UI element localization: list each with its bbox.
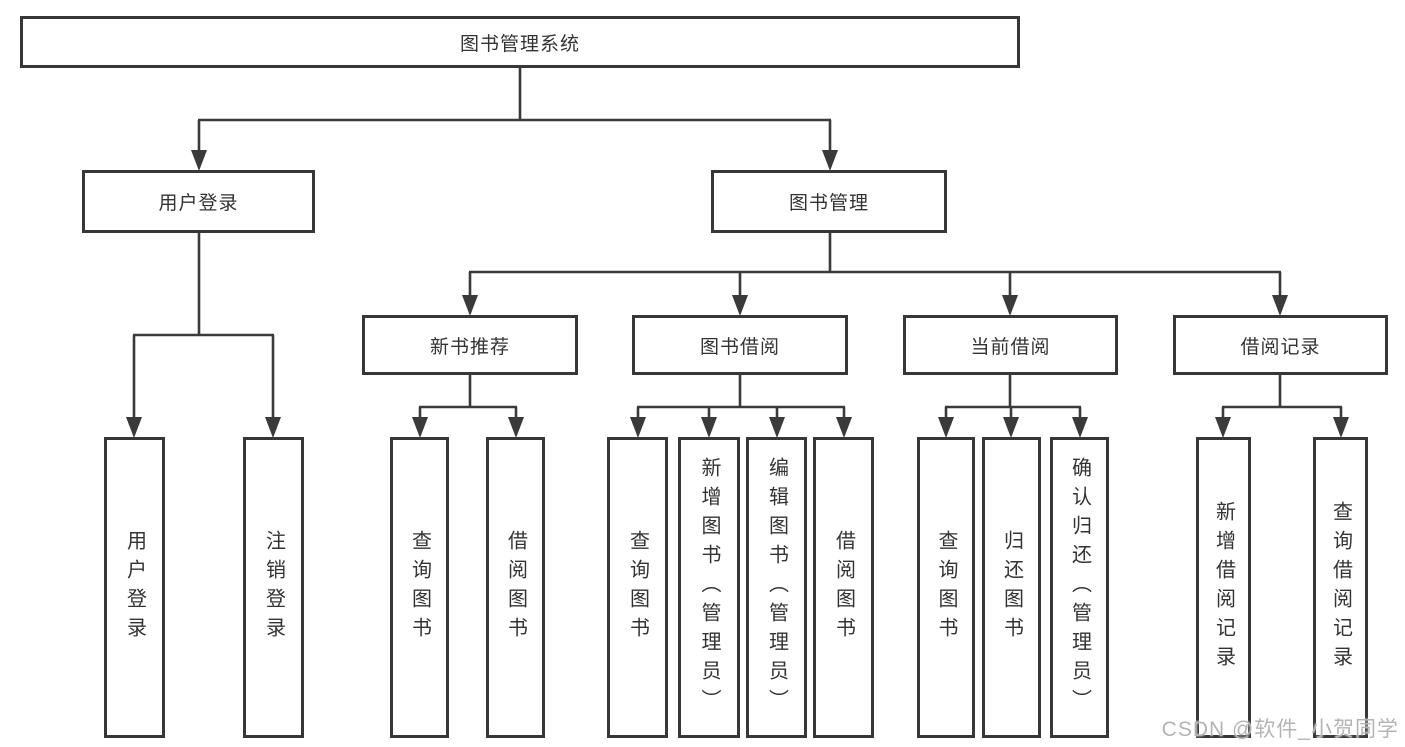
leaf-cb-confirm-return-label: 确认归还（管理员） — [1068, 457, 1091, 718]
node-current-borrow-label: 当前借阅 — [970, 336, 1051, 358]
csdn-watermark: CSDN @软件_小贺同学 — [1161, 718, 1399, 741]
node-current-borrow: 当前借阅 — [903, 315, 1118, 375]
connector-book-mgmt-to-children — [462, 233, 1288, 316]
leaf-br-query-record: 查询借阅记录 — [1313, 437, 1368, 738]
leaf-bb-edit-books: 编辑图书（管理员） — [746, 437, 807, 738]
node-root-label: 图书管理系统 — [459, 33, 580, 55]
leaf-rec-query-books: 查询图书 — [390, 437, 449, 738]
node-new-book-rec-label: 新书推荐 — [429, 336, 510, 358]
node-user-login: 用户登录 — [82, 170, 315, 233]
node-new-book-rec: 新书推荐 — [362, 315, 578, 375]
leaf-cb-confirm-return: 确认归还（管理员） — [1050, 437, 1109, 738]
leaf-bb-query-books-label: 查询图书 — [626, 529, 649, 646]
node-book-borrow-label: 图书借阅 — [699, 336, 780, 358]
leaf-rec-query-books-label: 查询图书 — [408, 529, 431, 646]
leaf-logout: 注销登录 — [243, 437, 304, 738]
leaf-user-login-label: 用户登录 — [123, 529, 146, 646]
leaf-br-add-record-label: 新增借阅记录 — [1212, 500, 1235, 675]
node-book-borrow: 图书借阅 — [632, 315, 848, 375]
leaf-bb-borrow-books-label: 借阅图书 — [832, 529, 855, 646]
leaf-bb-borrow-books: 借阅图书 — [813, 437, 874, 738]
leaf-bb-add-books: 新增图书（管理员） — [678, 437, 740, 738]
connector-user-login-to-children — [126, 233, 281, 438]
node-book-mgmt-label: 图书管理 — [788, 193, 869, 214]
connector-root-to-children — [191, 67, 838, 171]
connector-current-borrow-to-children — [938, 375, 1088, 438]
leaf-br-query-record-label: 查询借阅记录 — [1329, 500, 1352, 675]
node-root: 图书管理系统 — [20, 16, 1020, 68]
node-user-login-label: 用户登录 — [158, 193, 239, 214]
leaf-cb-query-books: 查询图书 — [917, 437, 975, 738]
leaf-user-login: 用户登录 — [104, 437, 165, 738]
leaf-logout-label: 注销登录 — [262, 529, 285, 646]
leaf-rec-borrow-books: 借阅图书 — [486, 437, 545, 738]
leaf-cb-query-books-label: 查询图书 — [935, 529, 957, 646]
leaf-cb-return-books-label: 归还图书 — [1000, 529, 1023, 646]
leaf-br-add-record: 新增借阅记录 — [1196, 437, 1251, 738]
leaf-cb-return-books: 归还图书 — [982, 437, 1041, 738]
node-borrow-record: 借阅记录 — [1173, 315, 1388, 375]
leaf-bb-add-books-label: 新增图书（管理员） — [698, 457, 720, 718]
leaf-bb-edit-books-label: 编辑图书（管理员） — [765, 457, 788, 718]
connector-new-book-rec-to-children — [412, 375, 524, 438]
leaf-rec-borrow-books-label: 借阅图书 — [504, 529, 527, 646]
leaf-bb-query-books: 查询图书 — [607, 437, 668, 738]
connector-borrow-record-to-children — [1215, 375, 1349, 438]
node-borrow-record-label: 借阅记录 — [1240, 336, 1321, 358]
connector-book-borrow-to-children — [630, 375, 852, 438]
node-book-mgmt: 图书管理 — [711, 170, 947, 233]
